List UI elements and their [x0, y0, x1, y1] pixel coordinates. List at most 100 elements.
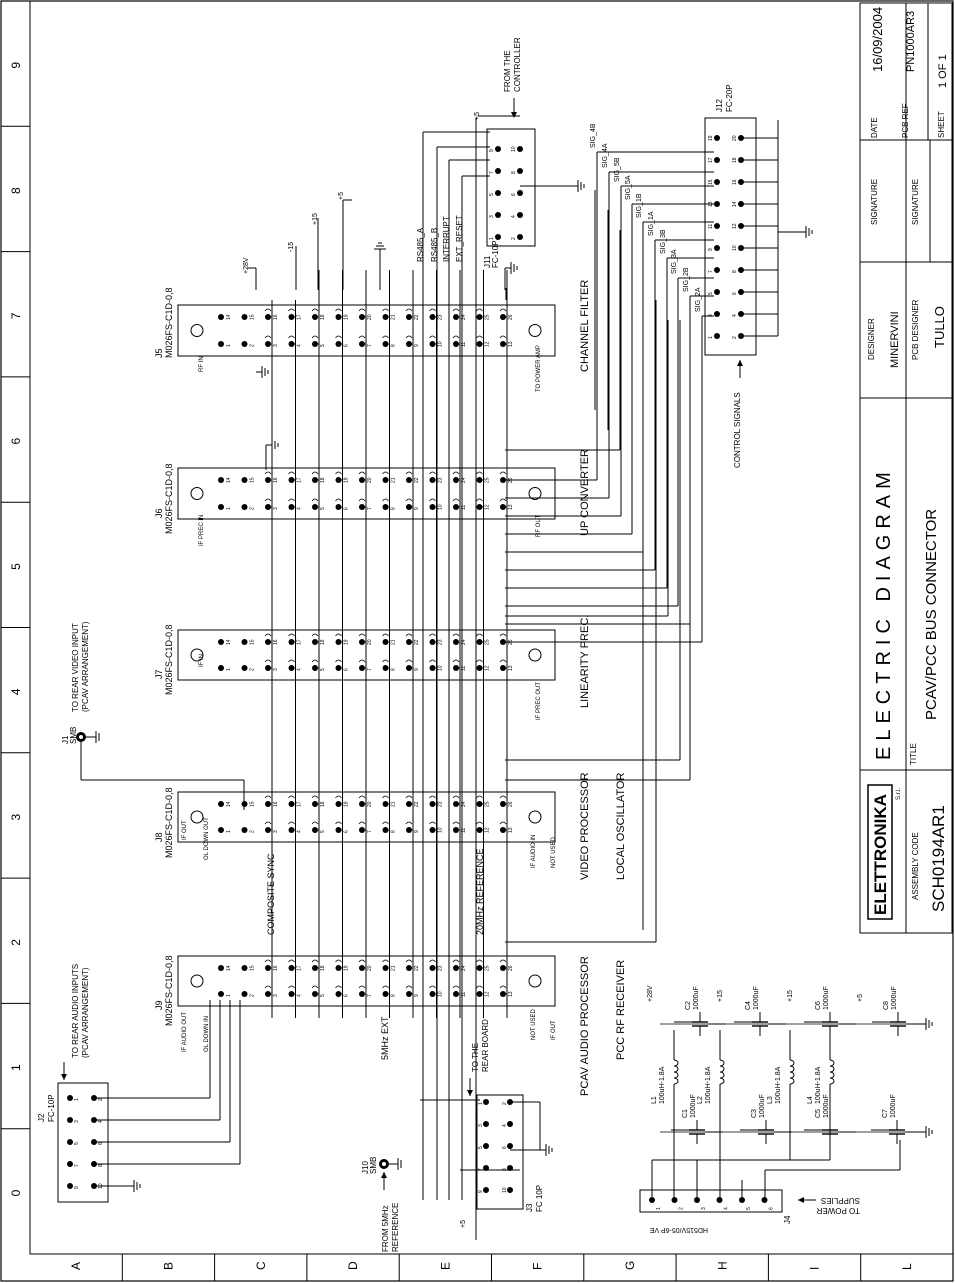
bus-connector-j5: 1411521631741851962072182292310241125122… [177, 304, 556, 357]
pin-number: 25 [485, 965, 491, 971]
pin-number: 19 [708, 135, 714, 141]
pin-number: 6 [769, 1207, 775, 1210]
pin-number: 14 [226, 477, 232, 483]
row-marker: I [808, 1267, 822, 1270]
pin-number: 1 [226, 507, 232, 510]
j8-ref: J8 [154, 832, 164, 842]
signal-label: SIG_4A [602, 143, 609, 168]
pin-number: 15 [250, 314, 256, 320]
pin-number: 1 [489, 237, 495, 240]
pin-number: 5 [320, 830, 326, 833]
capacitor-value: 1000uF [690, 1094, 697, 1118]
j1-part: SMB [69, 727, 78, 744]
j8-note-a: IF OUT [182, 820, 188, 840]
pin-number: 17 [297, 314, 303, 320]
pin-number: 6 [344, 668, 350, 671]
pin-number: 25 [485, 801, 491, 807]
signature-label-2: SIGNATURE [911, 179, 920, 225]
pin-number: 23 [438, 314, 444, 320]
pin-number: 1 [226, 830, 232, 833]
column-marker: 3 [9, 813, 23, 820]
pin-number: 16 [273, 314, 279, 320]
pin-number: 18 [320, 801, 326, 807]
j6-function: UP CONVERTER [579, 449, 591, 536]
pin-number: 10 [438, 991, 444, 997]
pcb-ref-value: PN1000AR3 [905, 11, 917, 72]
pin-number: 9 [414, 668, 420, 671]
ground-icon [540, 1144, 553, 1156]
pin-number: 24 [461, 965, 467, 971]
date-label: DATE [870, 117, 879, 138]
j9-function: PCAV AUDIO PROCESSOR [579, 956, 591, 1096]
pin-number: 18 [320, 314, 326, 320]
rail-label: +5 [857, 994, 864, 1002]
pin-number: 26 [508, 965, 514, 971]
column-marker: 5 [9, 563, 23, 570]
pin-number: 8 [502, 1168, 508, 1171]
capacitor-ref: C8 [883, 1001, 890, 1010]
ground-icon [374, 242, 386, 255]
pin-number: 1 [226, 344, 232, 347]
pin-number: 23 [438, 639, 444, 645]
pin-number: 11 [708, 224, 714, 229]
j9-labels: J9 M026FS-C1D-0,8 IF AUDIO OUT OL DOWN I… [154, 955, 627, 1096]
j7-ref: J7 [154, 669, 164, 679]
pin-number: 21 [391, 477, 397, 483]
pin-number: 15 [250, 639, 256, 645]
net-composite-sync: COMPOSITE SYNC [266, 853, 276, 935]
pin-number: 4 [297, 994, 303, 997]
pin-number: 1 [226, 994, 232, 997]
pin-number: 23 [438, 965, 444, 971]
signal-label: SIG_5B [614, 157, 621, 182]
j5-function: CHANNEL FILTER [579, 280, 591, 372]
pin-number: 8 [391, 830, 397, 833]
pin-number: 22 [414, 477, 420, 483]
rail-label: +28V [647, 985, 654, 1002]
pin-number: 4 [297, 507, 303, 510]
net-rs485a: RS485_A [416, 227, 425, 262]
pin-number: 16 [273, 477, 279, 483]
pin-number: 4 [297, 830, 303, 833]
pin-number: 2 [679, 1207, 685, 1210]
pin-number: 16 [273, 965, 279, 971]
j5-ref: J5 [154, 348, 164, 358]
j4-note: TO POWER [816, 1206, 860, 1215]
ground-icon [920, 1018, 933, 1030]
j9-note-b: NOT USED [531, 1008, 537, 1040]
pin-number: 3 [478, 1124, 484, 1127]
j8-note-b: IF AUDIO IN [531, 835, 537, 868]
j5-labels: J5 M026FS-C1D-0,8 RF IN TO POWER AMP CHA… [154, 280, 591, 392]
column-marker: 7 [9, 312, 23, 319]
pin-number: 16 [273, 639, 279, 645]
pin-number: 5 [746, 1207, 752, 1210]
j3-note-2: REAR BOARD [481, 1019, 490, 1072]
j8-labels: J8 M026FS-C1D-0,8 IF OUT OL DOWN OUT IF … [154, 772, 627, 880]
pin-number: 4 [732, 314, 738, 317]
capacitor-value: 1000uF [753, 986, 760, 1010]
pin-number: 5 [489, 193, 495, 196]
j6-note-b: RF OUT [536, 514, 542, 537]
title-value: PCAV/PCC BUS CONNECTOR [923, 509, 940, 720]
pin-number: 5 [320, 344, 326, 347]
company-name: ELETTRONIKA [871, 794, 890, 915]
j10-note-2: REFERENCE [391, 1203, 400, 1252]
pin-number: 9 [414, 507, 420, 510]
pin-number: 15 [250, 801, 256, 807]
net-labels: COMPOSITE SYNC 20MHz REFERENCE 5MHz EXT … [243, 112, 485, 1228]
pin-number: 7 [489, 171, 495, 174]
capacitor-value: 1000uF [693, 986, 700, 1010]
pin-number: 5 [320, 668, 326, 671]
pin-number: 12 [732, 223, 738, 229]
bus-connector-j6: 1411521631741851962072182292310241125122… [177, 467, 556, 520]
j5-part: M026FS-C1D-0,8 [164, 287, 174, 358]
column-marker: 1 [9, 1064, 23, 1071]
pin-number: 11 [461, 342, 467, 347]
j7-note-a: IF IN [199, 654, 205, 667]
capacitor-value: 1000uF [759, 1094, 766, 1118]
j4-ref: J4 [783, 1215, 792, 1224]
column-marker: 2 [9, 939, 23, 946]
